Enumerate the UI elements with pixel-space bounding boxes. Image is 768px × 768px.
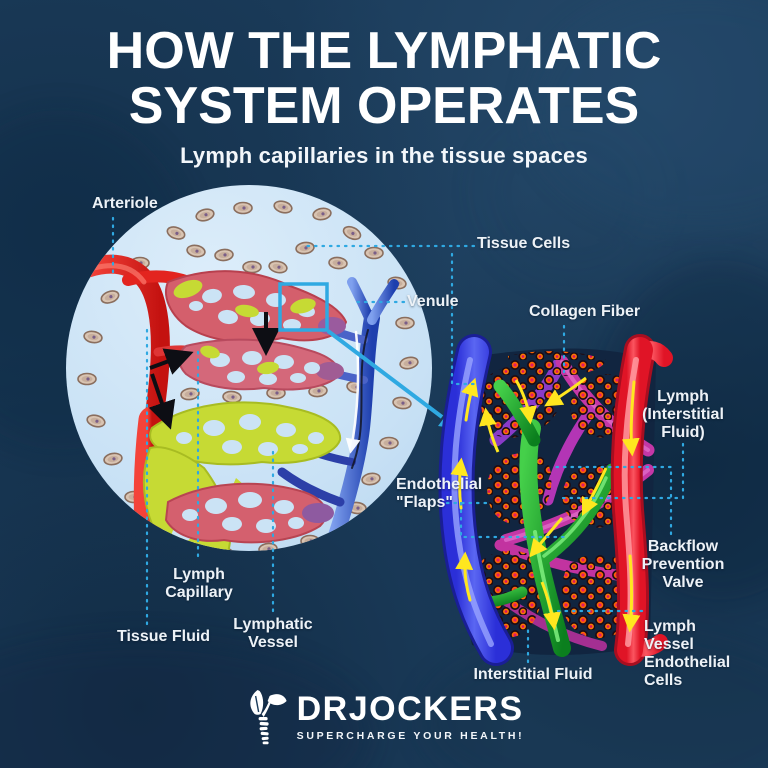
venule-flow-arrow [345,330,361,454]
label-tissue-fluid: Tissue Fluid [117,628,211,645]
label-lymph-interstitial-fluid: Lymph (Interstitial Fluid) [642,388,724,442]
brand-name: DRJOCKERS [296,690,524,729]
brand-logo: DRJOCKERS SUPERCHARGE YOUR HEALTH! [244,688,525,746]
label-interstitial-fluid: Interstitial Fluid [473,666,593,683]
zoom-highlight-box [278,282,329,332]
detail-blue-vessel [438,334,514,666]
leader-tissue-cells-detail [450,252,478,386]
title-block: HOW THE LYMPHATIC SYSTEM OPERATES Lymph … [0,22,768,169]
leader-endothelial-flaps-2 [459,501,568,539]
lymph-patches-middle [200,345,279,375]
page-subtitle: Lymph capillaries in the tissue spaces [180,143,588,169]
label-lymph-capillary: Lymph Capillary [165,566,233,602]
leaf-sprout-icon [250,690,287,745]
detail-illustration [438,334,673,666]
overview-circle-illustration [66,185,432,551]
label-tissue-cells: Tissue Cells [477,235,571,252]
label-endothelial-flaps: Endothelial "Flaps" [396,476,483,512]
capillary-band-bottom [164,482,334,544]
label-lymph-vessel-endothelial-cells: Lymph Vessel Endothelial Cells [644,618,731,690]
label-arteriole: Arteriole [92,195,158,212]
capillary-band-middle [178,338,344,391]
label-collagen-fiber: Collagen Fiber [529,303,641,320]
matrix-flow-arrows [479,376,608,631]
page-title-line1: HOW THE LYMPHATIC [106,22,662,80]
brand-tagline: SUPERCHARGE YOUR HEALTH! [296,730,525,743]
label-backflow-prevention-valve: Backflow Prevention Valve [641,538,725,592]
fluid-flow-arrows [148,312,280,430]
red-vessel-flow-arrows [621,380,641,633]
detail-red-vessel [610,334,673,666]
leader-lymph-interstitial [558,442,685,500]
capillary-band-top [165,270,348,343]
lymph-patches-top [173,279,316,318]
label-lymphatic-vessel: Lymphatic Vessel [233,616,313,652]
page-title-line2: SYSTEM OPERATES [128,77,640,136]
label-venule: Venule [407,293,459,310]
leader-backflow-valve [552,465,673,536]
leader-lines [111,216,685,664]
